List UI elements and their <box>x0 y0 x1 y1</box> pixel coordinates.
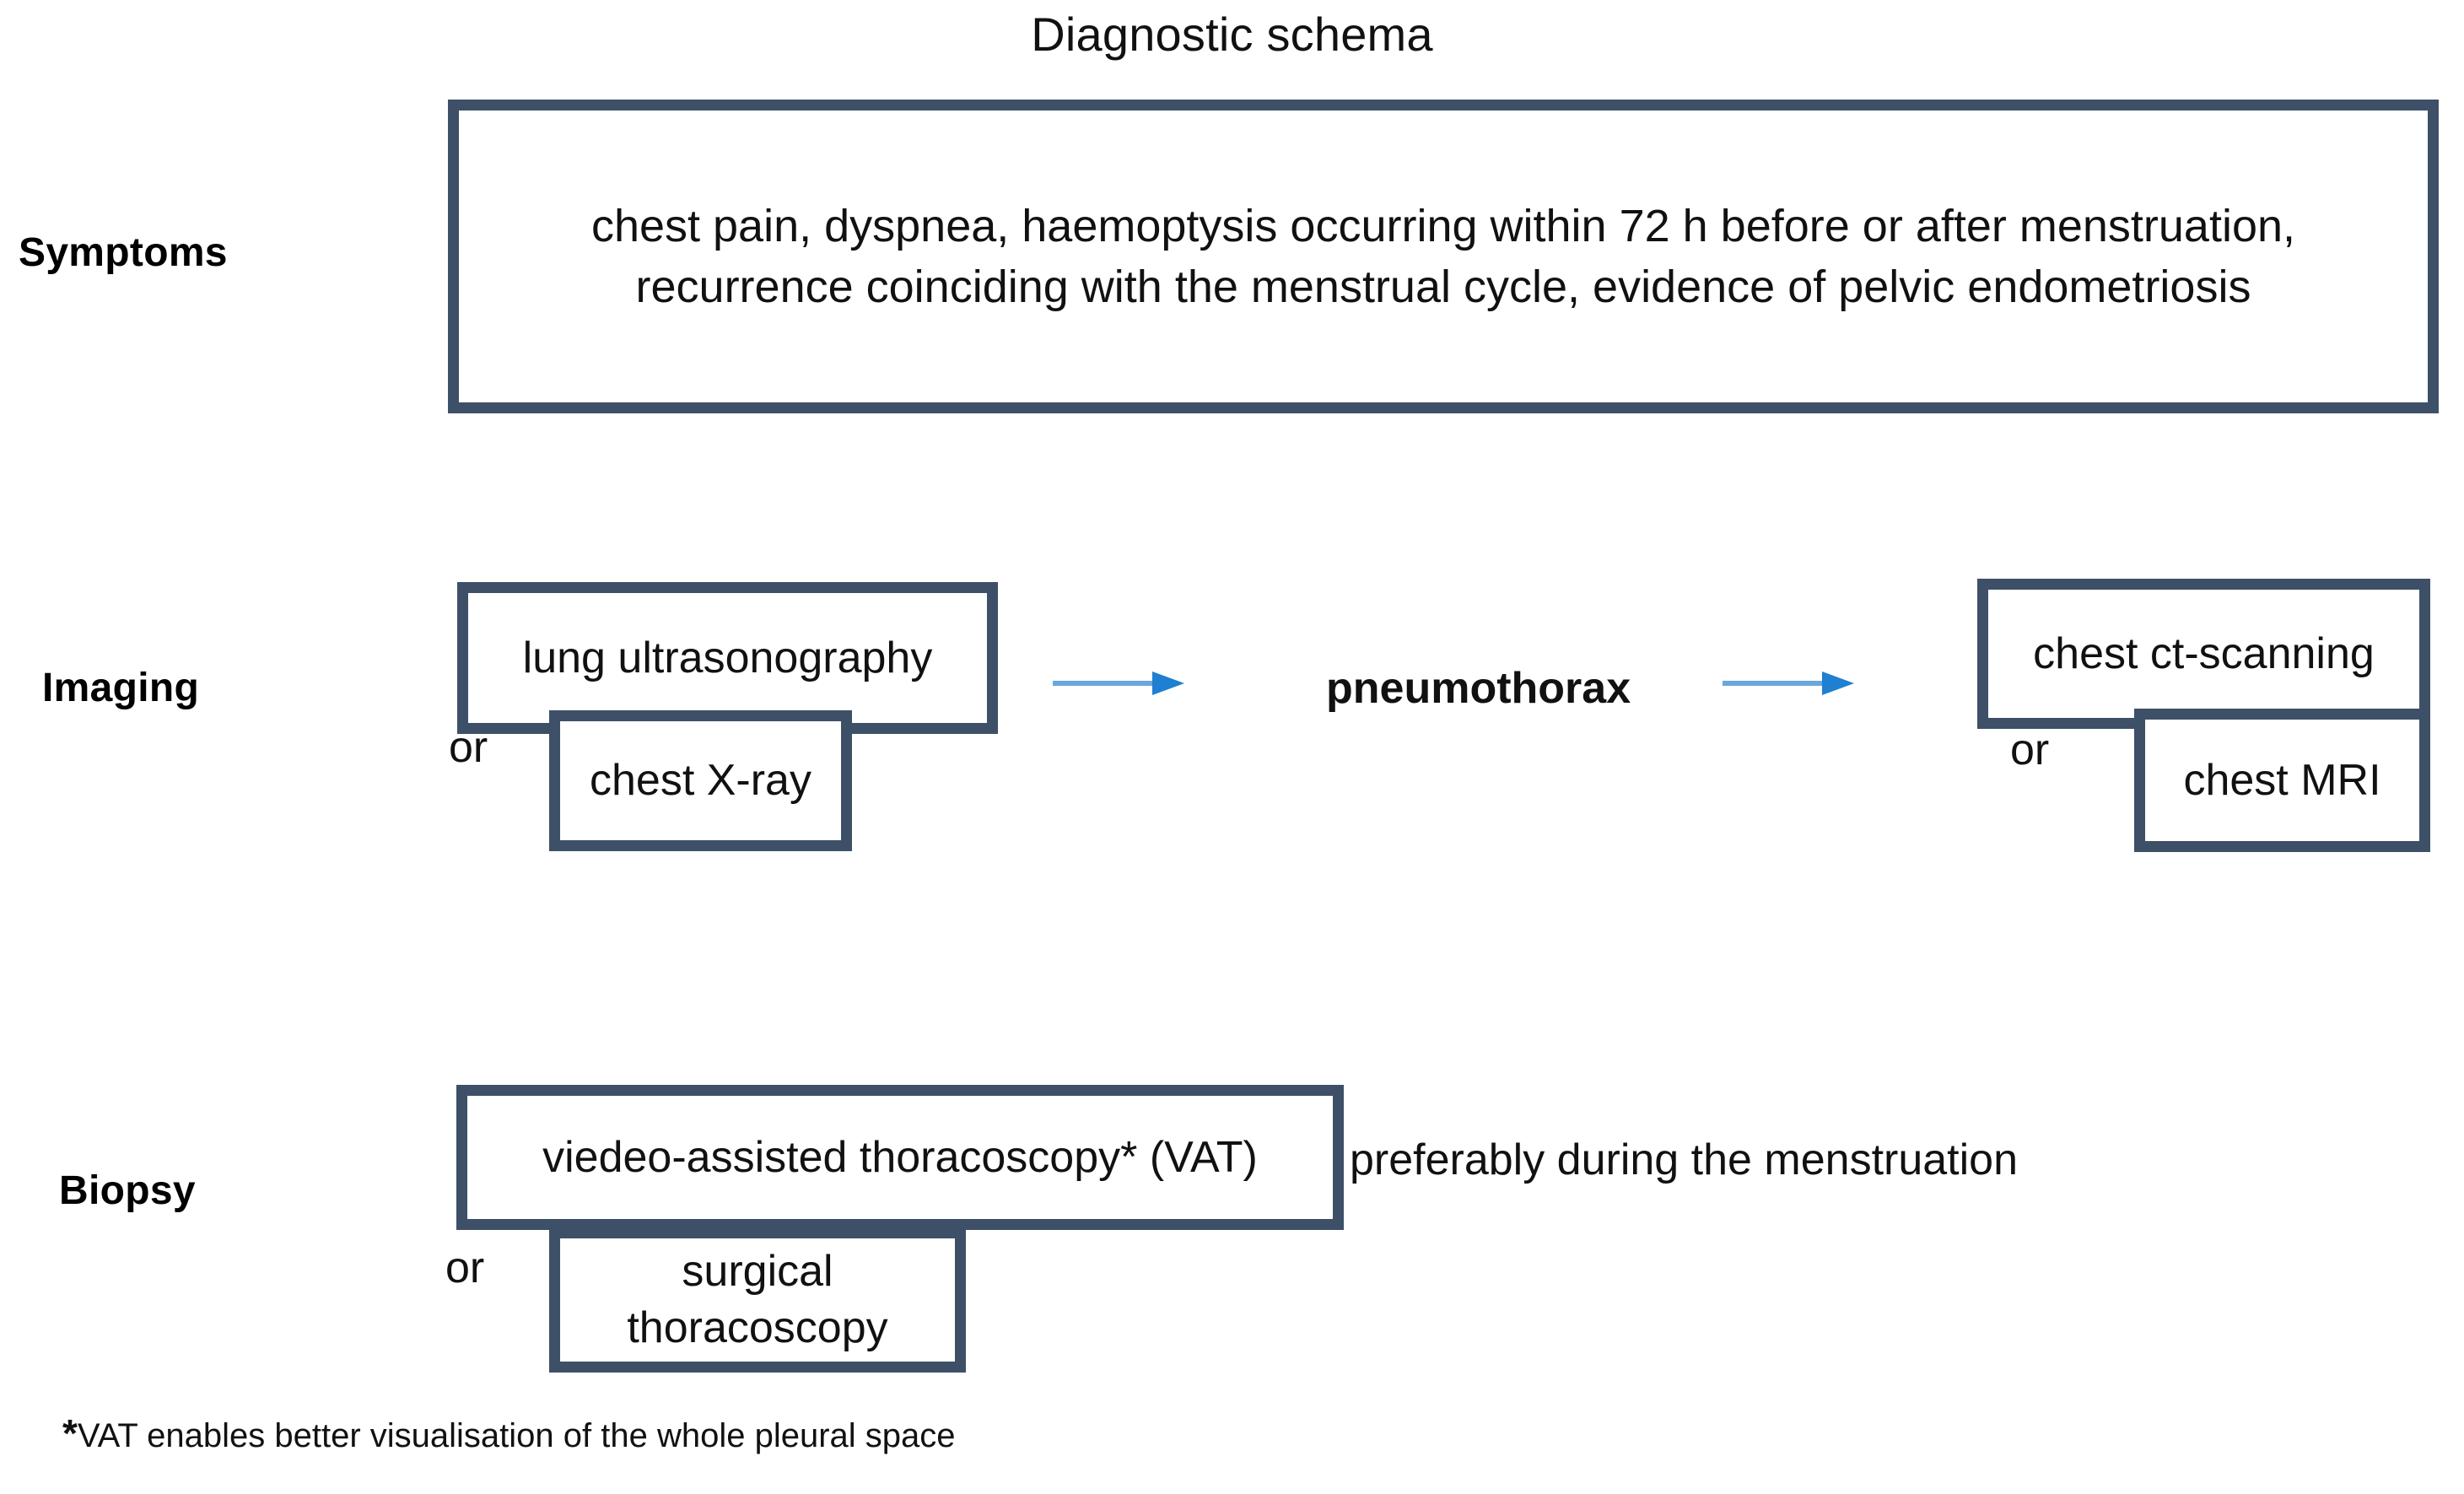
biopsy-alternate-box: surgical thoracoscopy <box>549 1227 966 1373</box>
biopsy-primary-note: preferably during the menstruation <box>1350 1135 2019 1184</box>
biopsy-primary-box: viedeo-assisted thoracoscopy* (VAT) <box>456 1085 1344 1230</box>
imaging-right-alternate-box: chest MRI <box>2134 709 2430 852</box>
row-label-symptoms: Symptoms <box>19 230 228 275</box>
imaging-left-alternate-box: chest X-ray <box>549 710 852 851</box>
footnote-text: VAT enables better visualisation of the … <box>77 1417 956 1454</box>
symptoms-box-text: chest pain, dyspnea, haemoptysis occurri… <box>590 200 2296 312</box>
biopsy-or-text: or <box>445 1243 485 1292</box>
imaging-right-primary-box: chest ct-scanning <box>1977 579 2430 729</box>
footnote-marker: * <box>62 1411 78 1455</box>
row-label-biopsy: Biopsy <box>59 1168 196 1213</box>
imaging-left-or-text: or <box>449 723 488 772</box>
imaging-center-label: pneumothorax <box>1326 664 1631 713</box>
imaging-right-primary-label: chest ct-scanning <box>2033 628 2375 678</box>
imaging-left-primary-label: lung ultrasonography <box>522 633 933 682</box>
imaging-left-alternate-label: chest X-ray <box>590 756 811 806</box>
footnote: *VAT enables better visualisation of the… <box>62 1410 956 1457</box>
page-title: Diagnostic schema <box>1031 8 1433 61</box>
arrow-right-icon-right <box>1723 666 1857 700</box>
biopsy-primary-label: viedeo-assisted thoracoscopy* (VAT) <box>542 1132 1258 1182</box>
arrow-right-icon-left <box>1053 666 1188 700</box>
row-label-imaging: Imaging <box>42 666 200 710</box>
imaging-right-or-text: or <box>2010 725 2050 774</box>
imaging-right-alternate-label: chest MRI <box>2183 755 2381 805</box>
symptoms-box: chest pain, dyspnea, haemoptysis occurri… <box>448 100 2439 413</box>
imaging-left-primary-box: lung ultrasonography <box>457 582 998 734</box>
biopsy-alternate-label: surgical thoracoscopy <box>627 1247 888 1352</box>
